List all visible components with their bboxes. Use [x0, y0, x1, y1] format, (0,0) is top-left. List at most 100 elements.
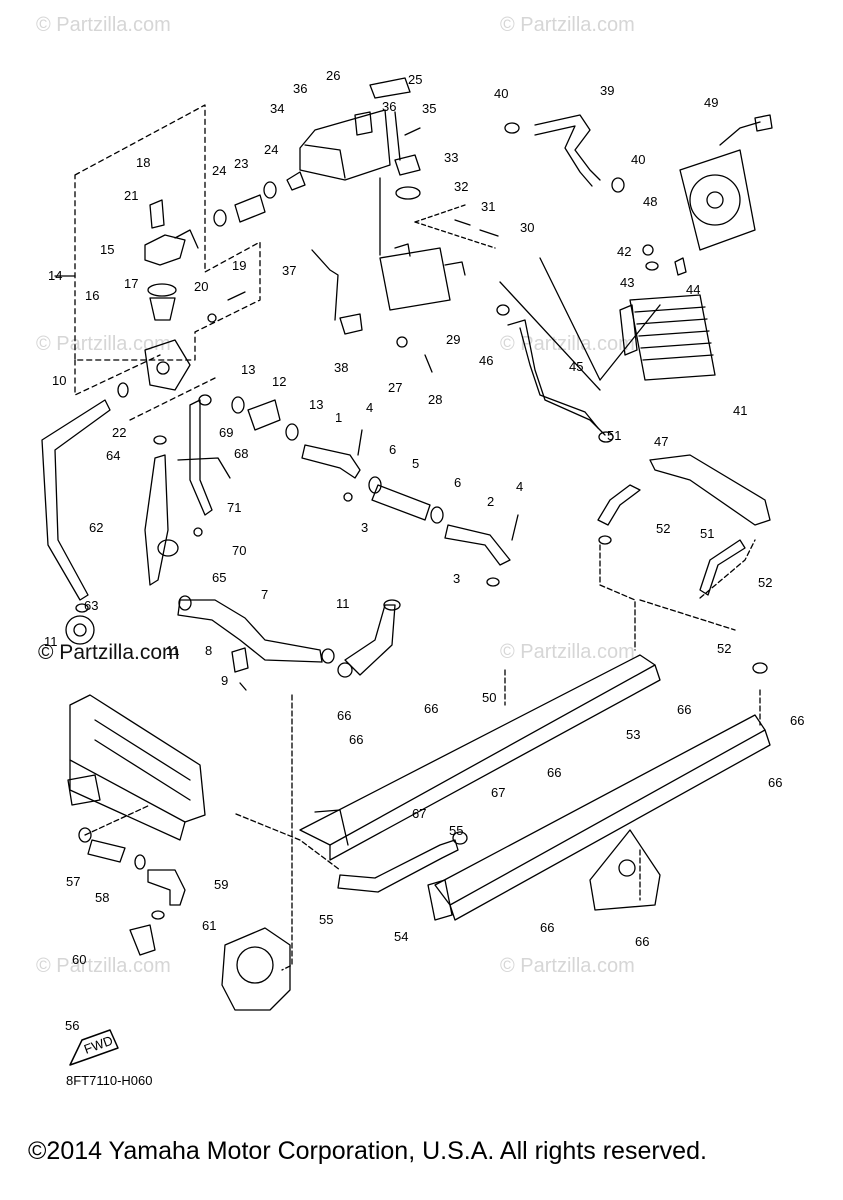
part-callout-12: 12 [272, 374, 286, 389]
part-callout-20: 20 [194, 279, 208, 294]
watermark: © Partzilla.com [36, 333, 171, 355]
part-callout-2: 2 [487, 494, 494, 509]
part-callout-15: 15 [100, 242, 114, 257]
part-callout-69: 69 [219, 425, 233, 440]
part-callout-66: 66 [540, 920, 554, 935]
part-callout-67: 67 [412, 806, 426, 821]
part-callout-55: 55 [449, 823, 463, 838]
part-callout-52: 52 [758, 575, 772, 590]
part-callout-10: 10 [52, 373, 66, 388]
part-callout-5: 5 [412, 456, 419, 471]
part-callout-27: 27 [388, 380, 402, 395]
part-callout-4: 4 [366, 400, 373, 415]
part-callout-67: 67 [491, 785, 505, 800]
part-callout-31: 31 [481, 199, 495, 214]
fwd-label: FWD [82, 1033, 115, 1057]
part-callout-46: 46 [479, 353, 493, 368]
part-callout-26: 26 [326, 68, 340, 83]
part-callout-47: 47 [654, 434, 668, 449]
part-callout-57: 57 [66, 874, 80, 889]
part-callout-54: 54 [394, 929, 408, 944]
part-callout-60: 60 [72, 952, 86, 967]
part-callout-66: 66 [349, 732, 363, 747]
part-callout-66: 66 [677, 702, 691, 717]
partzilla-logo: © Partzilla.com [38, 641, 180, 664]
part-callout-56: 56 [65, 1018, 79, 1033]
part-callout-66: 66 [790, 713, 804, 728]
part-callout-21: 21 [124, 188, 138, 203]
part-callout-44: 44 [686, 282, 700, 297]
part-callout-41: 41 [733, 403, 747, 418]
part-callout-32: 32 [454, 179, 468, 194]
watermark: © Partzilla.com [36, 14, 171, 36]
part-callout-18: 18 [136, 155, 150, 170]
part-callout-22: 22 [112, 425, 126, 440]
part-callout-38: 38 [334, 360, 348, 375]
part-callout-36: 36 [293, 81, 307, 96]
part-callout-40: 40 [631, 152, 645, 167]
watermark: © Partzilla.com [36, 955, 171, 977]
part-callout-13: 13 [309, 397, 323, 412]
part-callout-51: 51 [700, 526, 714, 541]
part-callout-34: 34 [270, 101, 284, 116]
part-callout-39: 39 [600, 83, 614, 98]
part-callout-30: 30 [520, 220, 534, 235]
copyright-notice: ©2014 Yamaha Motor Corporation, U.S.A. A… [28, 1137, 707, 1165]
part-callout-65: 65 [212, 570, 226, 585]
watermark: © Partzilla.com [500, 333, 635, 355]
part-callout-16: 16 [85, 288, 99, 303]
part-callout-51: 51 [607, 428, 621, 443]
part-callout-58: 58 [95, 890, 109, 905]
part-callout-35: 35 [422, 101, 436, 116]
part-callout-68: 68 [234, 446, 248, 461]
part-callout-7: 7 [261, 587, 268, 602]
part-callout-17: 17 [124, 276, 138, 291]
part-callout-19: 19 [232, 258, 246, 273]
part-callout-59: 59 [214, 877, 228, 892]
part-callout-66: 66 [424, 701, 438, 716]
part-callout-45: 45 [569, 359, 583, 374]
part-callout-49: 49 [704, 95, 718, 110]
part-callout-52: 52 [717, 641, 731, 656]
part-callout-24: 24 [212, 163, 226, 178]
part-callout-6: 6 [389, 442, 396, 457]
diagram-code: 8FT7110-H060 [66, 1073, 153, 1088]
part-callout-53: 53 [626, 727, 640, 742]
part-callout-63: 63 [84, 598, 98, 613]
part-callout-6: 6 [454, 475, 461, 490]
part-callout-55: 55 [319, 912, 333, 927]
part-callout-36: 36 [382, 99, 396, 114]
part-callout-25: 25 [408, 72, 422, 87]
part-callout-11: 11 [336, 596, 350, 611]
part-callout-66: 66 [768, 775, 782, 790]
part-callout-40: 40 [494, 86, 508, 101]
part-callout-61: 61 [202, 918, 216, 933]
part-callout-24: 24 [264, 142, 278, 157]
part-callout-3: 3 [453, 571, 460, 586]
part-callout-50: 50 [482, 690, 496, 705]
part-callout-14: 14 [48, 268, 62, 283]
part-callout-4: 4 [516, 479, 523, 494]
part-callout-9: 9 [221, 673, 228, 688]
watermark: © Partzilla.com [500, 641, 635, 663]
part-callout-64: 64 [106, 448, 120, 463]
part-callout-71: 71 [227, 500, 241, 515]
part-callout-23: 23 [234, 156, 248, 171]
part-callout-37: 37 [282, 263, 296, 278]
part-callout-66: 66 [337, 708, 351, 723]
part-callout-70: 70 [232, 543, 246, 558]
part-callout-42: 42 [617, 244, 631, 259]
part-callout-28: 28 [428, 392, 442, 407]
part-callout-33: 33 [444, 150, 458, 165]
part-callout-66: 66 [635, 934, 649, 949]
part-callout-66: 66 [547, 765, 561, 780]
watermark: © Partzilla.com [500, 14, 635, 36]
part-callout-13: 13 [241, 362, 255, 377]
part-callout-3: 3 [361, 520, 368, 535]
part-callout-29: 29 [446, 332, 460, 347]
part-callout-8: 8 [205, 643, 212, 658]
part-callout-62: 62 [89, 520, 103, 535]
part-callout-11: 11 [44, 634, 58, 649]
watermark: © Partzilla.com [500, 955, 635, 977]
